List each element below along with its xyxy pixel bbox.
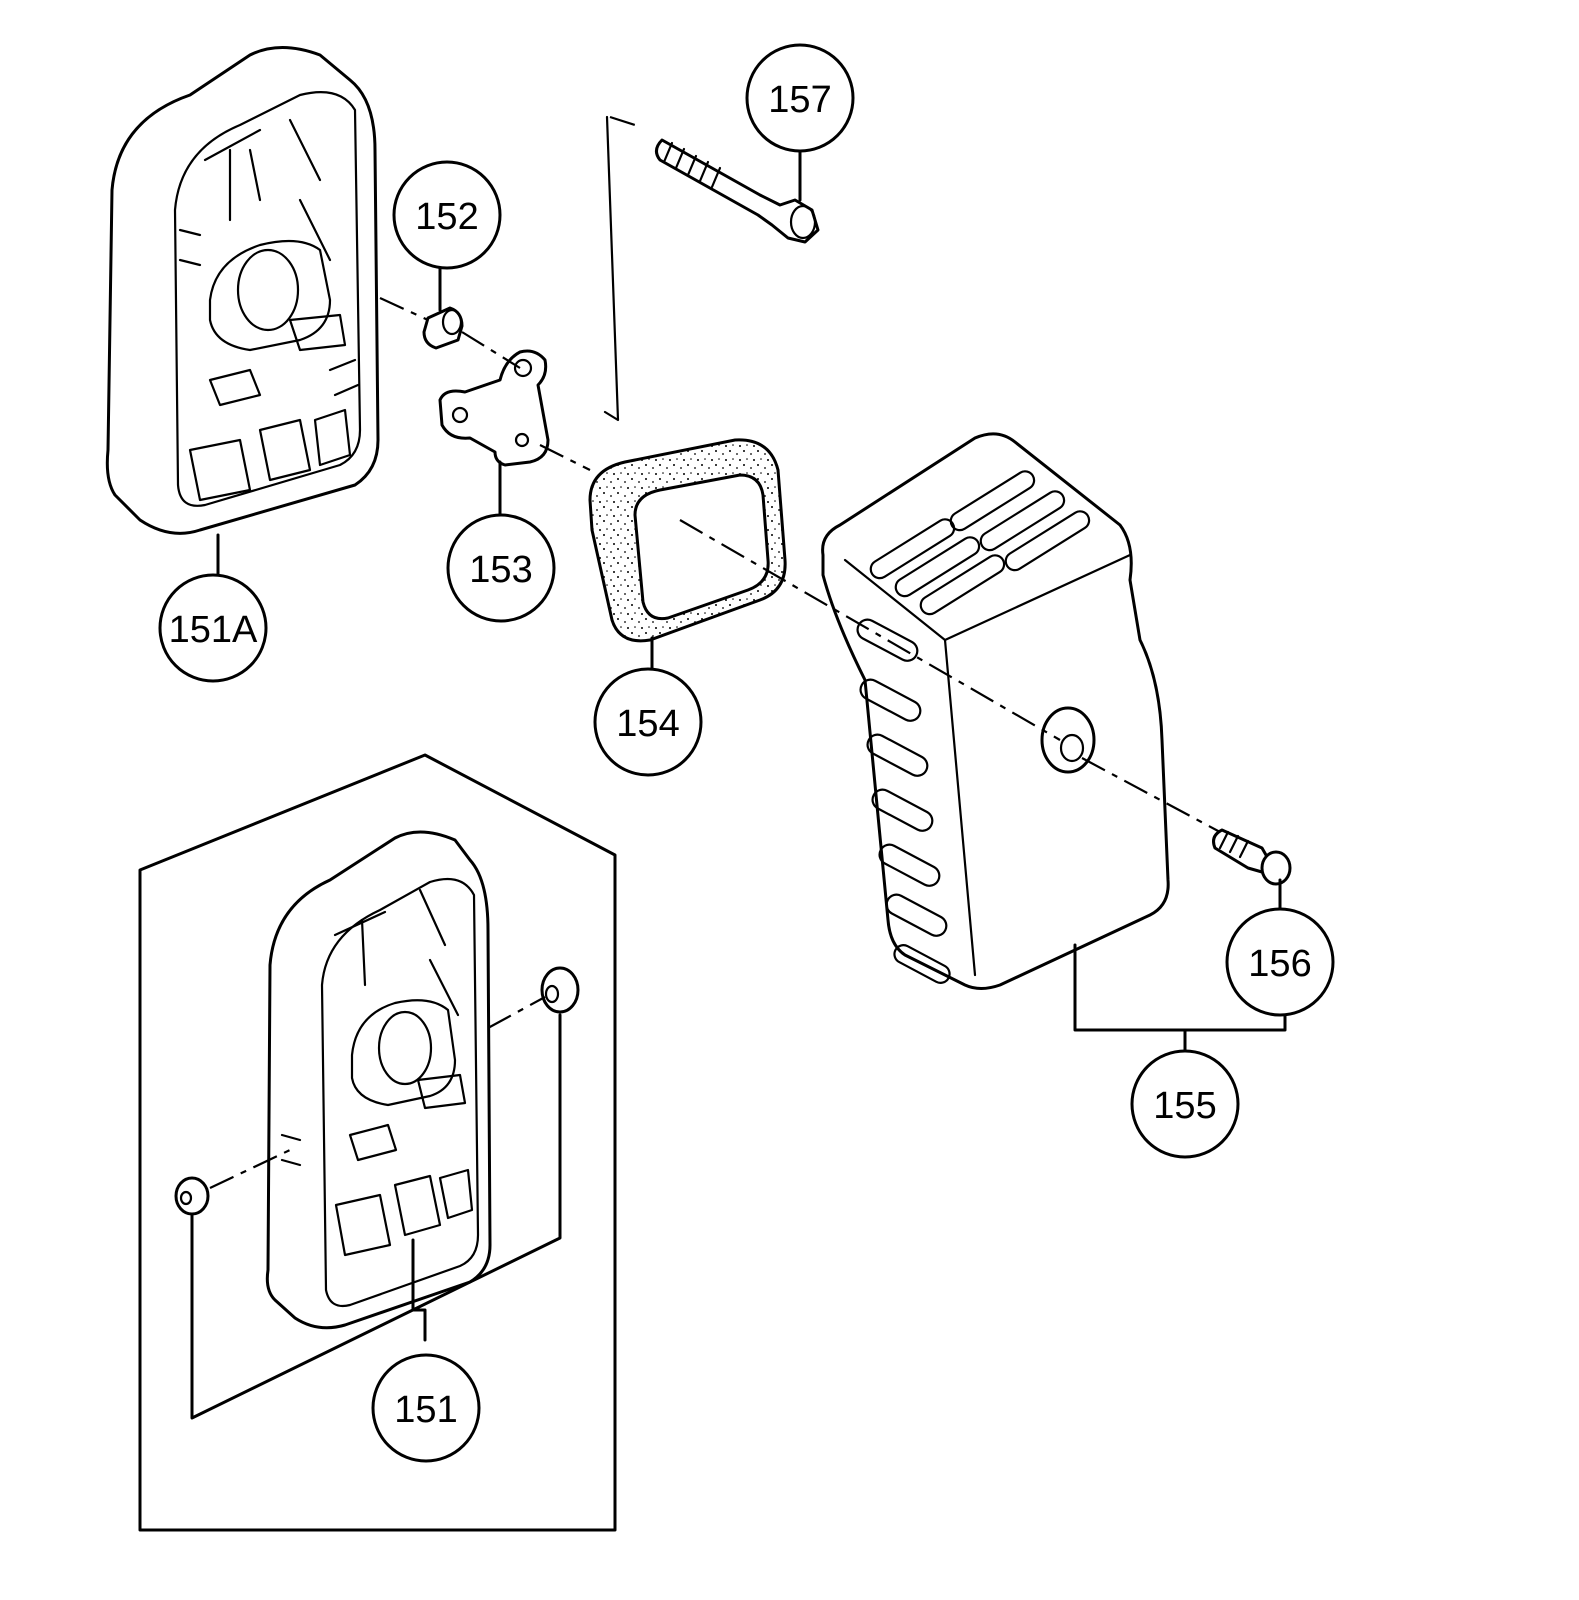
cover-top-slots [869,470,1091,616]
callout-label-152: 152 [415,196,478,238]
callout-label-156: 156 [1248,943,1311,985]
callout-151a: 151A [158,573,268,683]
foam-element-154 [588,438,787,643]
grommet-151-left [174,1176,210,1216]
cover-side-slots [856,618,951,984]
callout-153: 153 [446,513,556,623]
callout-label-151: 151 [394,1389,457,1431]
callout-155: 155 [1130,1049,1240,1159]
spacer-152 [422,306,464,350]
callout-label-154: 154 [616,703,679,745]
callout-label-155: 155 [1153,1085,1216,1127]
cover-155 [821,432,1170,990]
callout-154: 154 [593,667,703,777]
leader-lines [216,148,1287,1054]
callout-157: 157 [745,43,855,153]
air-cleaner-base-151a [105,46,380,535]
callout-152: 152 [392,160,502,270]
callout-label-153: 153 [469,549,532,591]
callout-151: 151 [371,1353,481,1463]
assembly-lines [379,115,1221,833]
grommet-151-right [540,966,580,1014]
inset-box-151 [138,753,617,1532]
bracket-plate-153 [438,349,550,467]
air-cleaner-base-151 [265,830,492,1330]
screw-156 [1212,828,1292,886]
callout-label-157: 157 [768,79,831,121]
bolt-157 [655,138,820,244]
callout-156: 156 [1225,907,1335,1017]
callout-label-151a: 151A [169,609,258,651]
